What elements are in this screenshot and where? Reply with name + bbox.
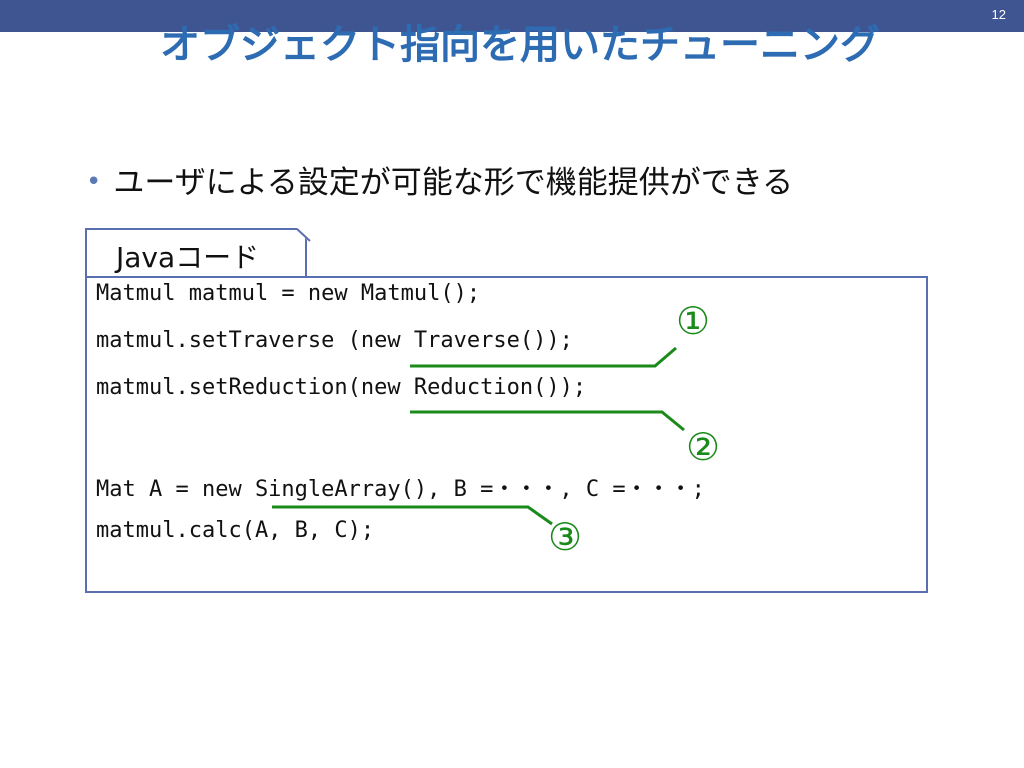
page-number: 12 bbox=[991, 7, 1006, 22]
code-tab-label: Javaコード bbox=[116, 241, 260, 274]
tab-corner-icon bbox=[297, 228, 311, 242]
code-line-4: Mat A = new SingleArray(), B =・・・, C =・・… bbox=[96, 477, 705, 502]
marker-1: ① bbox=[676, 299, 711, 343]
bullet-item: • ユーザによる設定が可能な形で機能提供ができる bbox=[86, 157, 793, 202]
marker-3: ③ bbox=[548, 515, 583, 559]
marker-2: ② bbox=[686, 425, 721, 469]
bullet-text: ユーザによる設定が可能な形で機能提供ができる bbox=[113, 165, 794, 201]
code-line-2: matmul.setTraverse (new Traverse()); bbox=[96, 328, 573, 353]
code-tab bbox=[85, 228, 307, 276]
bullet-dot-icon: • bbox=[86, 167, 102, 197]
top-bar: 12 bbox=[0, 0, 1024, 32]
code-line-3: matmul.setReduction(new Reduction()); bbox=[96, 375, 587, 400]
code-line-5: matmul.calc(A, B, C); bbox=[96, 518, 375, 543]
slide-title: オブジェクト指向を用いたチューニング bbox=[160, 22, 880, 68]
code-line-1: Matmul matmul = new Matmul(); bbox=[96, 281, 481, 306]
code-box bbox=[85, 276, 928, 593]
